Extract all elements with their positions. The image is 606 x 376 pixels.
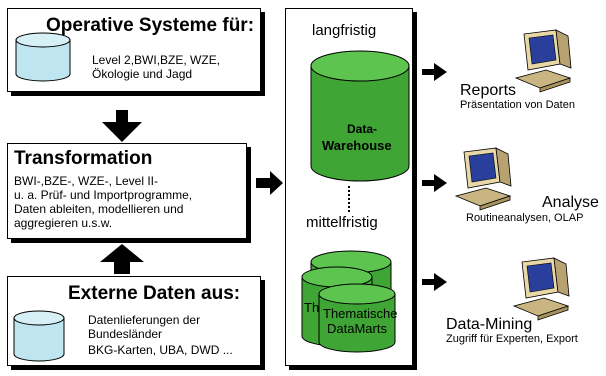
transformation-line-1: BWI-,BZE-, WZE-, Level II- [14, 174, 159, 188]
mining-title: Data-Mining [446, 316, 533, 333]
warehouse-label-line-1: Data- [347, 122, 378, 136]
data-warehouse-cylinder [310, 50, 410, 182]
transformation-line-4: aggregieren u.s.w. [14, 216, 113, 230]
datamart-label-line-2: DataMarts [327, 321, 387, 336]
mining-subtitle: Zugriff für Experten, Export [446, 333, 578, 345]
arrow-up-icon [100, 244, 144, 274]
arrow-to-reports-icon [422, 63, 447, 81]
datamart-cylinder-front [318, 283, 396, 353]
operative-database-icon [15, 32, 71, 82]
computer-mining-icon [512, 257, 570, 321]
transformation-box: Transformation BWI-,BZE-, WZE-, Level II… [7, 143, 247, 239]
warehouse-label-line-2: Warehouse [322, 138, 392, 153]
external-data-line-1: Datenlieferungen der [88, 313, 201, 327]
arrow-to-mining-icon [422, 273, 447, 291]
operative-systems-title: Operative Systeme für: [46, 15, 255, 36]
external-database-icon [13, 310, 65, 362]
reports-title: Reports [460, 82, 517, 99]
external-data-line-3: BKG-Karten, UBA, DWD ... [88, 343, 233, 357]
computer-reports-icon [514, 29, 572, 93]
datamart-label-line-1: Thematische [323, 306, 398, 321]
analyse-title: Analyse [542, 194, 599, 211]
operative-systems-line-2: Ökologie und Jagd [92, 67, 193, 81]
arrow-right-icon [256, 171, 283, 195]
transformation-line-3: Daten ableiten, modellieren und [14, 202, 184, 216]
transformation-title: Transformation [14, 148, 153, 169]
arrow-down-icon [102, 110, 142, 142]
reports-subtitle: Präsentation von Daten [460, 99, 575, 111]
external-data-line-2: Bundesländer [88, 327, 163, 341]
operative-systems-line-1: Level 2,BWI,BZE, WZE, [92, 53, 221, 67]
transformation-line-2: u. a. Prüf- und Importprogramme, [14, 188, 193, 202]
computer-analyse-icon [454, 147, 512, 211]
arrow-to-analyse-icon [422, 174, 447, 192]
long-term-label: langfristig [312, 22, 377, 39]
external-data-title: Externe Daten aus: [68, 283, 241, 304]
analyse-subtitle: Routineanalysen, OLAP [466, 212, 584, 224]
datamart-back-label: Th [304, 300, 320, 315]
mid-term-label: mittelfristig [306, 214, 378, 231]
